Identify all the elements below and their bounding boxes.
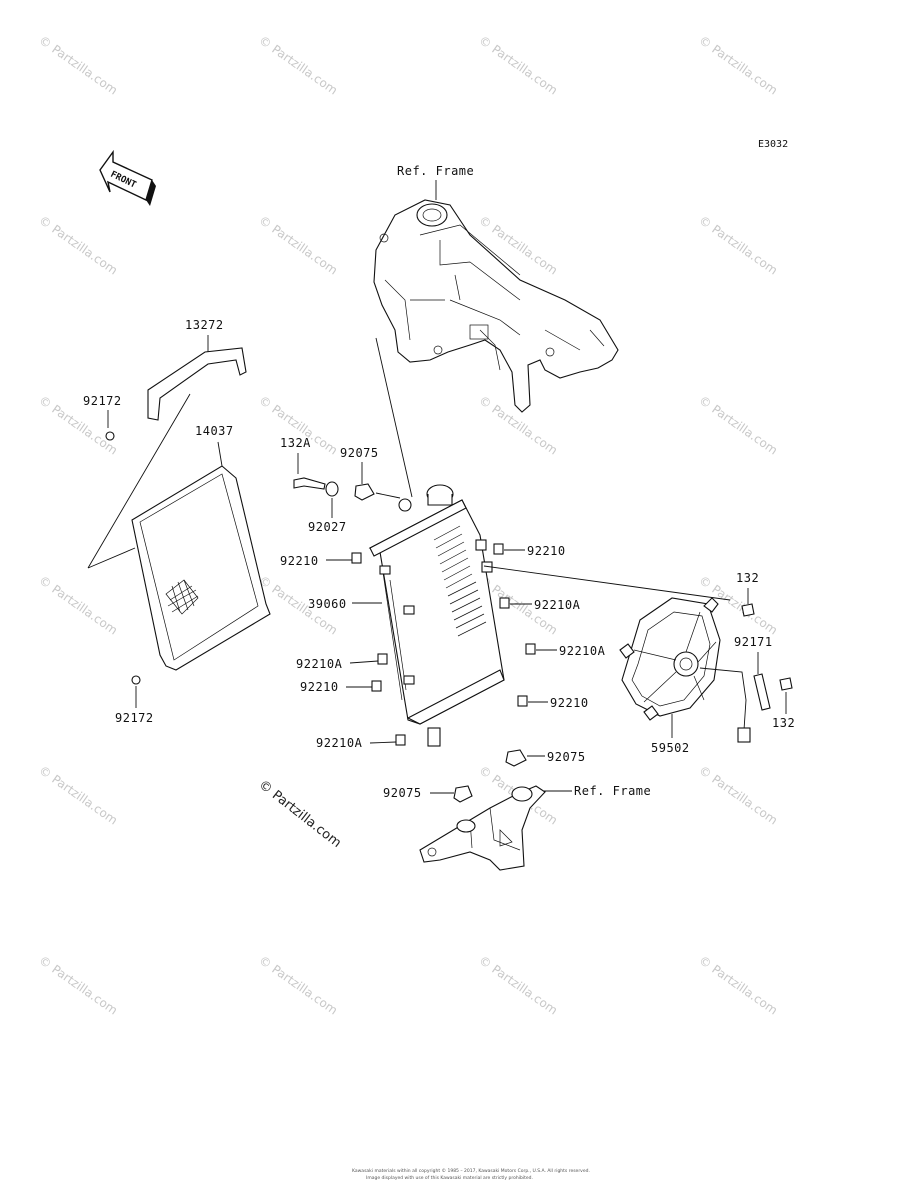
part-label-92172-top: 92172 — [83, 394, 122, 408]
diagram-code: E3032 — [758, 139, 788, 150]
copyright-label: © Partzilla.com — [256, 777, 344, 851]
clip-92210-right-2 — [517, 695, 528, 707]
part-label-13272: 13272 — [185, 318, 224, 332]
bolt-132-bottom — [779, 677, 793, 691]
watermark: © Partzilla.com — [696, 393, 780, 458]
part-label-132A: 132A — [280, 436, 311, 450]
part-label-92210-right-1: 92210 — [527, 544, 566, 558]
part-label-39060: 39060 — [308, 597, 347, 611]
watermark: © Partzilla.com — [256, 213, 340, 278]
part-label-92075-top: 92075 — [340, 446, 379, 460]
watermark: © Partzilla.com — [256, 33, 340, 98]
clip-92210A-left-1 — [377, 653, 388, 665]
watermark: © Partzilla.com — [696, 953, 780, 1018]
watermark: © Partzilla.com — [476, 953, 560, 1018]
clip-92210A-right-2 — [525, 643, 536, 655]
part-label-92027: 92027 — [308, 520, 347, 534]
bolt-132A — [293, 477, 326, 490]
grille-mesh — [165, 579, 199, 615]
grommet-92075-bottom — [453, 785, 473, 803]
watermark: © Partzilla.com — [696, 763, 780, 828]
part-label-92171: 92171 — [734, 635, 773, 649]
bracket-13272 — [147, 347, 247, 421]
clip-92210A-right-1 — [499, 597, 510, 609]
grommet-92075-top — [354, 483, 375, 501]
part-label-92172-bottom: 92172 — [115, 711, 154, 725]
watermark: © Partzilla.com — [36, 213, 120, 278]
part-label-92210-right-2: 92210 — [550, 696, 589, 710]
watermark: © Partzilla.com — [696, 213, 780, 278]
clip-92210-right-1 — [493, 543, 504, 555]
watermark: © Partzilla.com — [36, 953, 120, 1018]
watermark: © Partzilla.com — [696, 33, 780, 98]
part-label-92210A-left-2: 92210A — [316, 736, 363, 750]
watermark: © Partzilla.com — [36, 573, 120, 638]
clip-92210-left-2 — [371, 680, 382, 692]
part-label-92075-bottom: 92075 — [383, 786, 422, 800]
grille-14037 — [131, 465, 271, 671]
fan-59502 — [619, 597, 751, 743]
screw-92172-top — [105, 431, 115, 441]
watermark: © Partzilla.com — [256, 953, 340, 1018]
part-label-92210A-right-1: 92210A — [534, 598, 581, 612]
bolt-132-top — [741, 603, 755, 617]
watermark: © Partzilla.com — [36, 33, 120, 98]
radiator-core — [433, 525, 487, 637]
part-label-92210-left-1: 92210 — [280, 554, 319, 568]
part-label-92075-right: 92075 — [547, 750, 586, 764]
ref-frame-bottom-label: Ref. Frame — [574, 784, 651, 798]
frame-upper — [373, 199, 619, 413]
part-label-132-top: 132 — [736, 571, 759, 585]
part-label-92210A-left-1: 92210A — [296, 657, 343, 671]
grommet-92075-right — [505, 749, 527, 767]
clip-92210A-left-2 — [395, 734, 406, 746]
radiator-39060 — [368, 484, 505, 747]
washer-92027 — [325, 481, 339, 497]
clamp-92171 — [753, 673, 771, 711]
ref-frame-top-label: Ref. Frame — [397, 164, 474, 178]
lower-bracket — [419, 785, 546, 871]
part-label-14037: 14037 — [195, 424, 234, 438]
front-arrow-icon: FRONT — [99, 149, 156, 206]
screw-92172-bottom — [131, 675, 141, 685]
watermark: © Partzilla.com — [36, 763, 120, 828]
part-label-92210-left-2: 92210 — [300, 680, 339, 694]
watermark: © Partzilla.com — [476, 33, 560, 98]
part-label-132-bottom: 132 — [772, 716, 795, 730]
part-label-92210A-right-2: 92210A — [559, 644, 606, 658]
footer-line-2: Image displayed with use of this Kawasak… — [366, 1175, 533, 1181]
part-label-59502: 59502 — [651, 741, 690, 755]
footer-line-1: Kawasaki materials within all copyright … — [352, 1167, 590, 1174]
clip-92210-left-1 — [351, 552, 362, 564]
